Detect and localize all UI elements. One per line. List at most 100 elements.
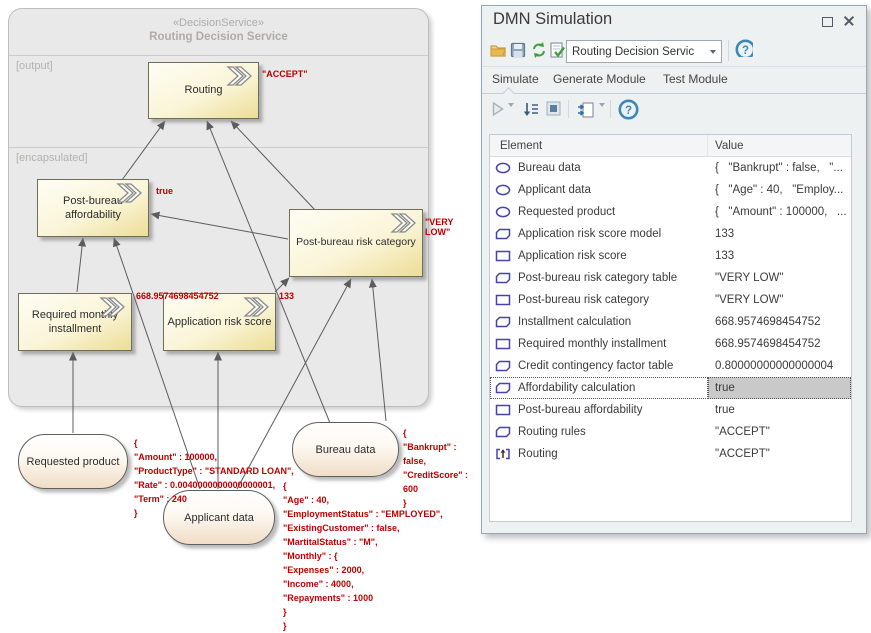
table-row[interactable]: Credit contingency factor table 0.800000…: [490, 355, 851, 377]
decision-required-monthly-installment[interactable]: Required monthly installment: [18, 293, 132, 351]
input-data-icon: [495, 206, 512, 218]
toolbar-separator: [610, 100, 611, 118]
tab-bar: Simulate Generate Module Test Module: [482, 67, 866, 100]
annotation-applicant-data-json: { "Age" : 40, "EmploymentStatus" : "EMPL…: [283, 481, 443, 631]
open-folder-icon[interactable]: [489, 41, 507, 59]
row-element-cell: Applicant data: [490, 179, 708, 201]
bkm-icon: [495, 426, 512, 438]
toolbar-separator: [568, 100, 569, 118]
decision-output-icon: [495, 448, 512, 460]
annotation-ars-value: 133: [279, 291, 295, 301]
row-value: 668.9574698454752: [715, 338, 821, 350]
encapsulated-section-label: [encapsulated]: [16, 152, 88, 164]
row-element-cell: Routing rules: [490, 421, 708, 443]
table-row[interactable]: Routing "ACCEPT": [490, 443, 851, 465]
tab-generate-module[interactable]: Generate Module: [553, 72, 646, 86]
decision-post-bureau-affordability[interactable]: Post-bureau affordability: [37, 179, 149, 237]
input-bureau-data[interactable]: Bureau data: [292, 422, 399, 477]
input-requested-product[interactable]: Requested product: [18, 434, 128, 489]
close-icon[interactable]: [842, 14, 856, 28]
step-run-to-line-icon[interactable]: [523, 101, 540, 118]
decision-pbrc-label: Post-bureau risk category: [296, 236, 416, 249]
row-element-cell: Application risk score: [490, 245, 708, 267]
row-element-label: Bureau data: [518, 162, 581, 174]
table-row[interactable]: Routing rules "ACCEPT": [490, 421, 851, 443]
row-value: 133: [715, 228, 735, 240]
row-element-label: Affordability calculation: [518, 382, 636, 394]
row-element-cell: Affordability calculation: [490, 377, 708, 399]
table-row[interactable]: Post-bureau affordability true: [490, 399, 851, 421]
dmn-diagram-canvas: «DecisionService» Routing Decision Servi…: [8, 8, 468, 631]
maximize-icon[interactable]: [820, 14, 834, 28]
output-section-label: [output]: [16, 60, 53, 72]
annotation-requested-product-json: { "Amount" : 100000, "ProductType" : "ST…: [134, 438, 294, 518]
table-row[interactable]: Affordability calculation true: [490, 377, 851, 399]
module-export-icon[interactable]: [577, 101, 595, 119]
decision-application-risk-score[interactable]: Application risk score: [163, 293, 276, 351]
decision-service-stereotype: «DecisionService»: [172, 17, 265, 29]
section-divider: [9, 55, 428, 56]
dmn-simulation-window: DMN Simulation Routing Decision Servic: [481, 5, 867, 534]
bkm-icon: [495, 316, 512, 328]
refresh-icon[interactable]: [530, 41, 548, 59]
model-select-dropdown[interactable]: Routing Decision Servic: [566, 40, 722, 63]
row-element-label: Requested product: [518, 206, 616, 218]
row-value: { "Age" : 40, "Employ...: [715, 184, 844, 196]
row-value: { "Amount" : 100000, ...: [715, 206, 847, 218]
play-options-chevron-icon[interactable]: [508, 103, 514, 125]
play-icon[interactable]: [491, 101, 505, 117]
window-title: DMN Simulation: [493, 10, 613, 28]
model-select-value: Routing Decision Servic: [572, 45, 695, 58]
table-row[interactable]: Post-bureau risk category table "VERY LO…: [490, 267, 851, 289]
toolbar-separator: [728, 40, 729, 61]
row-element-label: Installment calculation: [518, 316, 632, 328]
table-row[interactable]: Requested product { "Amount" : 100000, .…: [490, 201, 851, 223]
table-row[interactable]: Application risk score 133: [490, 245, 851, 267]
row-element-label: Required monthly installment: [518, 338, 667, 350]
row-element-label: Post-bureau risk category: [518, 294, 650, 306]
row-element-label: Post-bureau risk category table: [518, 272, 678, 284]
help-icon[interactable]: ?: [618, 99, 639, 120]
help-icon[interactable]: ?: [735, 39, 753, 57]
row-element-label: Application risk score model: [518, 228, 662, 240]
decision-icon: [495, 294, 512, 306]
chevron-icon: [116, 183, 142, 203]
save-icon[interactable]: [509, 41, 527, 59]
table-row[interactable]: Application risk score model 133: [490, 223, 851, 245]
table-header: Element Value: [490, 135, 851, 157]
row-value: 0.80000000000000004: [715, 360, 834, 372]
row-element-cell: Application risk score model: [490, 223, 708, 245]
row-element-cell: Requested product: [490, 201, 708, 223]
chevron-icon: [226, 66, 252, 86]
decision-icon: [495, 250, 512, 262]
column-header-element[interactable]: Element: [490, 135, 708, 156]
table-row[interactable]: Applicant data { "Age" : 40, "Employ...: [490, 179, 851, 201]
table-row[interactable]: Bureau data { "Bankrupt" : false, "...: [490, 157, 851, 179]
simulate-toolbar: ?: [482, 94, 866, 128]
stop-icon[interactable]: [546, 101, 561, 116]
row-element-cell: Post-bureau affordability: [490, 399, 708, 421]
chevron-down-icon: [705, 49, 721, 54]
svg-text:?: ?: [742, 45, 749, 57]
tab-simulate[interactable]: Simulate: [492, 72, 539, 86]
section-divider: [9, 147, 428, 148]
row-element-label: Application risk score: [518, 250, 627, 262]
column-header-value[interactable]: Value: [715, 139, 744, 152]
decision-post-bureau-risk-category[interactable]: Post-bureau risk category: [289, 209, 423, 277]
row-value: 668.9574698454752: [715, 316, 821, 328]
table-row[interactable]: Installment calculation 668.957469845475…: [490, 311, 851, 333]
decision-routing[interactable]: Routing: [148, 62, 259, 119]
row-element-label: Applicant data: [518, 184, 591, 196]
table-row[interactable]: Required monthly installment 668.9574698…: [490, 333, 851, 355]
window-titlebar[interactable]: DMN Simulation: [482, 6, 866, 35]
input-data-icon: [495, 184, 512, 196]
decision-ars-label: Application risk score: [167, 315, 272, 328]
chevron-icon: [390, 213, 416, 233]
bkm-icon: [495, 382, 512, 394]
table-row[interactable]: Post-bureau risk category "VERY LOW": [490, 289, 851, 311]
input-applicant-data[interactable]: Applicant data: [163, 490, 275, 545]
validate-icon[interactable]: [548, 41, 566, 59]
module-options-chevron-icon[interactable]: [599, 103, 605, 125]
svg-text:?: ?: [625, 105, 632, 117]
tab-test-module[interactable]: Test Module: [663, 72, 728, 86]
